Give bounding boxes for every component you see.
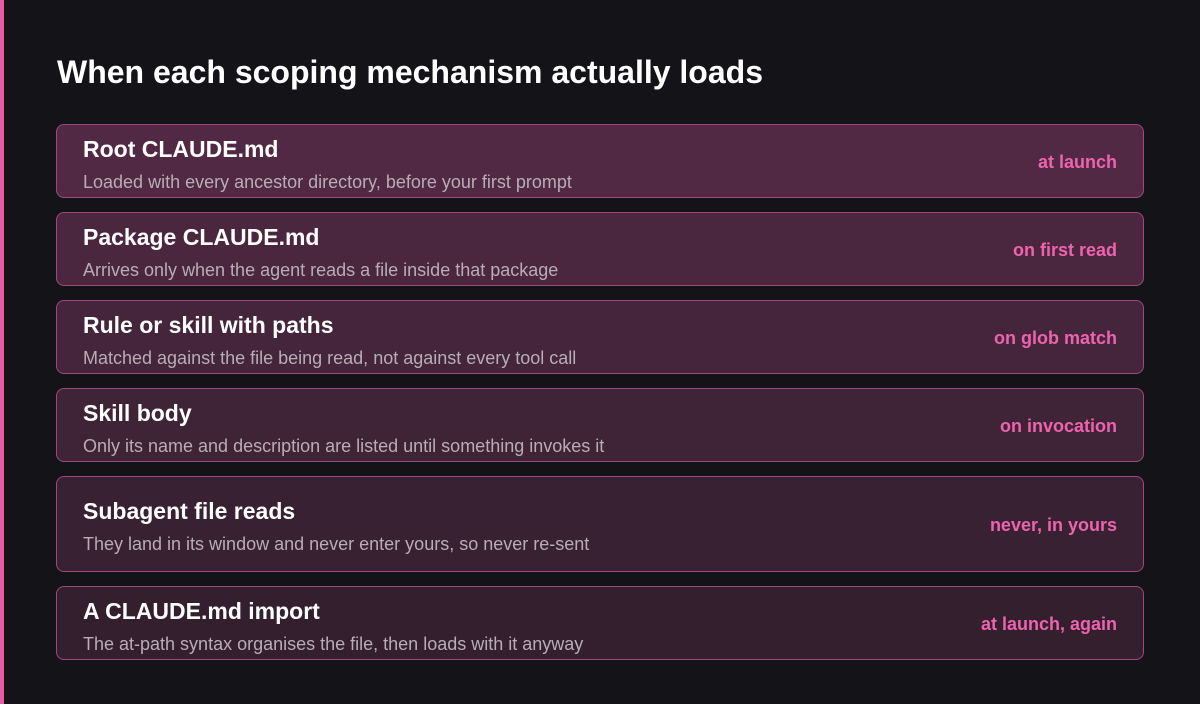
row-description: Matched against the file being read, not… <box>83 348 577 368</box>
mechanism-row-rule-or-skill-paths: Rule or skill with paths Matched against… <box>56 300 1144 374</box>
row-heading: Package CLAUDE.md <box>83 224 320 250</box>
row-heading: Subagent file reads <box>83 498 296 524</box>
mechanism-row-root-claude-md: Root CLAUDE.md Loaded with every ancesto… <box>56 124 1144 198</box>
mechanism-row-package-claude-md: Package CLAUDE.md Arrives only when the … <box>56 212 1144 286</box>
mechanism-row-claude-md-import: A CLAUDE.md import The at-path syntax or… <box>56 586 1144 660</box>
row-load-timing: on glob match <box>994 328 1117 348</box>
row-heading: A CLAUDE.md import <box>83 598 320 624</box>
row-load-timing: never, in yours <box>989 515 1117 535</box>
left-accent-bar <box>0 0 4 704</box>
mechanism-row-skill-body: Skill body Only its name and description… <box>56 388 1144 462</box>
mechanism-row-subagent-file-reads: Subagent file reads They land in its win… <box>56 476 1144 572</box>
row-load-timing: at launch, again <box>980 614 1117 634</box>
row-heading: Skill body <box>83 400 192 426</box>
row-heading: Root CLAUDE.md <box>83 136 279 162</box>
page-title: When each scoping mechanism actually loa… <box>57 54 763 90</box>
row-description: Only its name and description are listed… <box>83 436 605 456</box>
row-description: They land in its window and never enter … <box>83 534 590 554</box>
row-load-timing: at launch <box>1037 152 1117 172</box>
row-description: Arrives only when the agent reads a file… <box>83 260 559 280</box>
row-description: Loaded with every ancestor directory, be… <box>83 172 572 192</box>
row-heading: Rule or skill with paths <box>83 312 334 338</box>
row-load-timing: on invocation <box>1000 416 1117 436</box>
row-load-timing: on first read <box>1012 240 1117 260</box>
row-description: The at-path syntax organises the file, t… <box>83 634 584 654</box>
